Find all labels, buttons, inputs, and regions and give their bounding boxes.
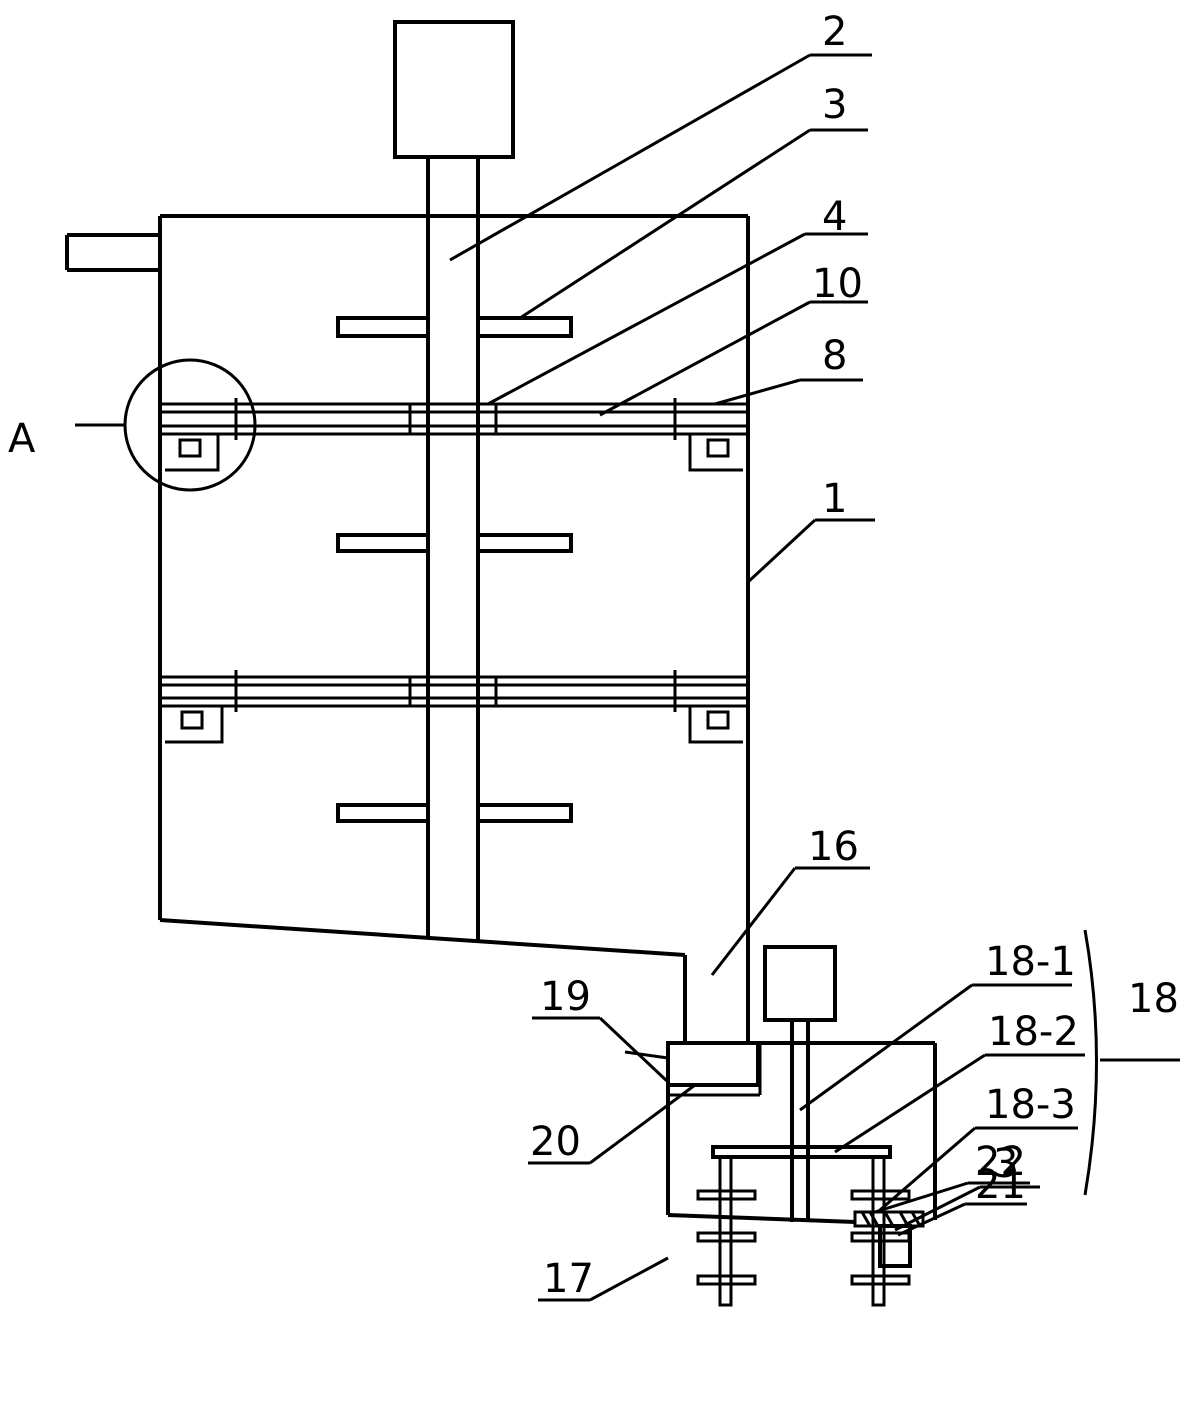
label-18: 18 bbox=[1128, 976, 1179, 1022]
main-tank bbox=[158, 214, 750, 1040]
leader-lines bbox=[449, 53, 1180, 1302]
label-8: 8 bbox=[822, 333, 847, 379]
main-shaft bbox=[426, 157, 480, 940]
upper-partition-plate bbox=[160, 398, 748, 472]
bottom-filter bbox=[853, 1210, 925, 1228]
bracket-18 bbox=[1083, 929, 1098, 1196]
cross-bar bbox=[711, 1145, 892, 1159]
secondary-motor bbox=[763, 945, 837, 1022]
label-17: 17 bbox=[543, 1256, 594, 1302]
label-19: 19 bbox=[540, 974, 591, 1020]
outlet-pipe bbox=[683, 955, 750, 1045]
vertical-stirrers bbox=[718, 1155, 886, 1307]
bottom-outlet bbox=[878, 1224, 912, 1268]
label-18-1: 18-1 bbox=[985, 939, 1076, 985]
stirring-blades bbox=[336, 316, 573, 823]
label-18-3: 18-3 bbox=[985, 1082, 1076, 1128]
label-21: 21 bbox=[975, 1162, 1026, 1208]
inlet-pipe bbox=[65, 233, 160, 272]
valve-box bbox=[666, 1041, 760, 1087]
top-motor bbox=[393, 20, 515, 159]
label-a: A bbox=[8, 416, 36, 462]
label-20: 20 bbox=[530, 1119, 581, 1165]
label-4: 4 bbox=[822, 194, 847, 240]
lower-partition-plate bbox=[160, 670, 748, 744]
label-22: 22 bbox=[975, 1139, 1026, 1185]
label-3-bottom: 3 bbox=[993, 1141, 1018, 1187]
secondary-shaft bbox=[790, 1020, 810, 1222]
secondary-tank bbox=[666, 1041, 937, 1224]
label-10: 10 bbox=[812, 261, 863, 307]
label-18-2: 18-2 bbox=[988, 1009, 1079, 1055]
label-2: 2 bbox=[822, 9, 847, 55]
label-3-top: 3 bbox=[822, 82, 847, 128]
label-16: 16 bbox=[808, 824, 859, 870]
label-1: 1 bbox=[822, 476, 847, 522]
